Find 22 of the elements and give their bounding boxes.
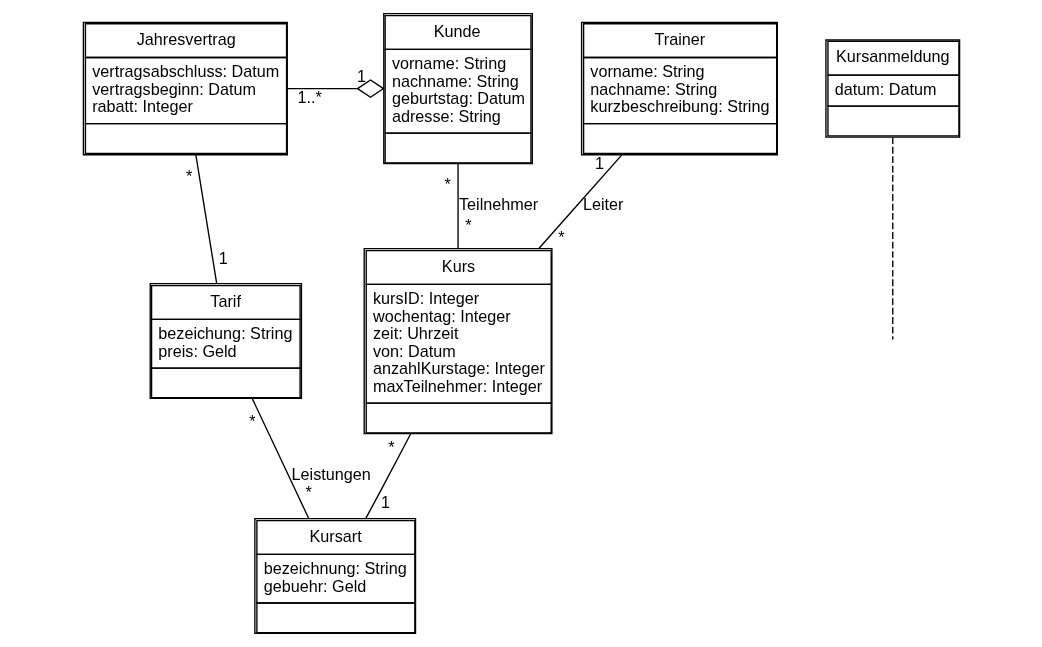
label: * [185, 167, 192, 186]
label: * [444, 174, 451, 193]
connector [537, 154, 623, 249]
label: 1 [594, 153, 604, 172]
edge-label: Leiter [582, 195, 623, 214]
edge-label: Leistungen [291, 465, 371, 484]
label: 1..* [296, 88, 322, 107]
label: * [387, 437, 395, 456]
label: 1 [356, 67, 366, 86]
connector [286, 79, 385, 99]
label: 1 [218, 249, 228, 268]
connector [891, 136, 893, 341]
label: * [248, 412, 256, 431]
label: 1 [380, 492, 390, 511]
connector [194, 154, 217, 285]
edge-label: Teilnehmer [458, 195, 538, 214]
connector [251, 397, 309, 520]
connector [456, 162, 459, 250]
connector [364, 433, 411, 519]
label: * [557, 227, 565, 246]
label: * [305, 483, 312, 502]
label: * [464, 215, 471, 234]
